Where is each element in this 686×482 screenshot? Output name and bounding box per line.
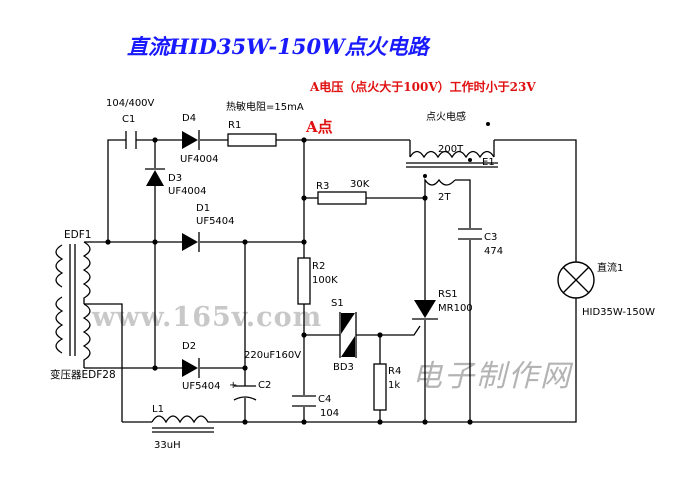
rs1-part-label: MR100 <box>438 303 473 314</box>
lamp-part-label: HID35W-150W <box>582 307 655 318</box>
thyristor-rs1 <box>412 300 438 320</box>
d4-label: D4 <box>182 113 196 124</box>
resistor-r2 <box>297 257 311 305</box>
diode-d2 <box>182 358 200 378</box>
d1-part-label: UF5404 <box>196 216 235 227</box>
capacitor-c3 <box>458 228 482 240</box>
d2-label: D2 <box>182 341 196 352</box>
c2-value-label: 220uF160V <box>244 350 301 361</box>
transformer-edf1 <box>55 241 92 369</box>
r2-value-label: 100K <box>312 275 338 286</box>
r1-label: R1 <box>228 120 241 131</box>
transformer-label: 变压器EDF28 <box>50 368 116 381</box>
c3-label: C3 <box>484 232 497 243</box>
resistor-r4 <box>373 363 387 411</box>
resistor-r1 <box>227 133 277 147</box>
r3-value-label: 30K <box>350 179 370 190</box>
point-a-label: A点 <box>305 118 333 136</box>
r4-label: R4 <box>388 366 401 377</box>
primary-turns-label: 200T <box>438 144 464 155</box>
d3-part-label: UF4004 <box>168 186 207 197</box>
capacitor-c4 <box>292 395 316 407</box>
diode-d4 <box>182 130 200 150</box>
voltage-note: A电压（点火大于100V）工作时小于23V <box>309 79 536 94</box>
c3-value-label: 474 <box>484 246 503 257</box>
diagram-title: 直流HID35W-150W点火电路 <box>127 34 432 59</box>
d3-label: D3 <box>168 173 182 184</box>
e1-label: E1 <box>482 157 495 168</box>
rs1-label: RS1 <box>438 289 458 300</box>
capacitor-c1 <box>125 131 137 149</box>
r2-label: R2 <box>312 261 325 272</box>
l1-value-label: 33uH <box>154 440 181 451</box>
c4-label: C4 <box>318 394 331 405</box>
c2-plus-label: + <box>229 380 237 391</box>
c2-label: C2 <box>258 380 271 391</box>
r3-label: R3 <box>316 181 329 192</box>
resistor-r3 <box>317 191 367 205</box>
ignition-coil-label: 点火电感 <box>426 110 466 123</box>
diode-d1 <box>182 232 200 252</box>
l1-label: L1 <box>152 404 164 415</box>
wires <box>92 139 577 423</box>
lamp-label: 直流1 <box>597 261 623 274</box>
r4-value-label: 1k <box>388 380 400 391</box>
edf1-label: EDF1 <box>64 229 91 241</box>
s1-label: S1 <box>331 298 344 309</box>
bd3-label: BD3 <box>333 362 354 373</box>
trigger-diode-s1 <box>339 312 357 358</box>
d2-part-label: UF5404 <box>182 381 221 392</box>
c4-value-label: 104 <box>320 408 339 419</box>
watermark-url: www.165v.com <box>91 302 322 333</box>
watermark-site: 电子制作网 <box>412 359 574 394</box>
d1-label: D1 <box>196 203 210 214</box>
c1-value-label: 104/400V <box>106 98 155 109</box>
lamp-icon <box>557 261 595 299</box>
c1-label: C1 <box>122 114 135 125</box>
r1-note-label: 热敏电阻=15mA <box>226 100 304 113</box>
capacitor-c2 <box>233 385 257 401</box>
d4-part-label: UF4004 <box>180 154 219 165</box>
ignition-coil-e1 <box>406 122 498 198</box>
secondary-turns-label: 2T <box>438 192 451 203</box>
inductor-l1 <box>151 415 214 433</box>
diode-d3 <box>145 168 165 186</box>
